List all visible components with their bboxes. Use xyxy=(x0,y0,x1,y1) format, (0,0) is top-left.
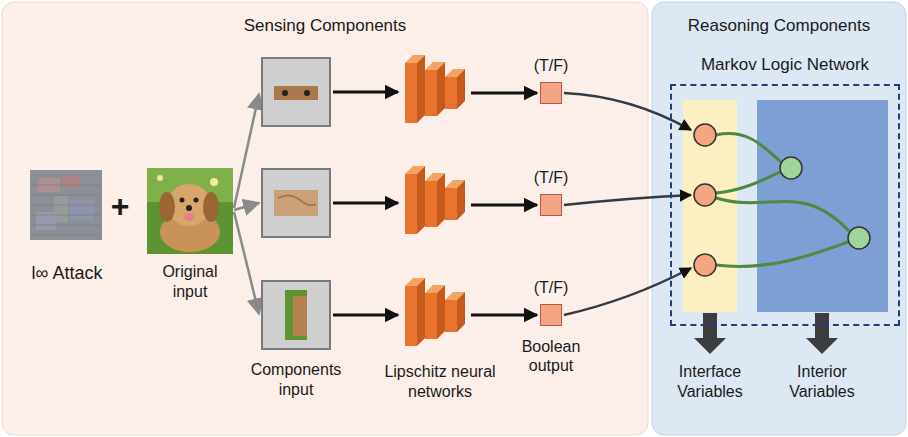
art-shape xyxy=(30,170,102,240)
interface-variable xyxy=(694,124,716,146)
component-box xyxy=(262,169,330,237)
feed-arrow xyxy=(333,91,398,94)
network-icons xyxy=(405,55,465,346)
art-shape xyxy=(180,198,185,203)
interior-band xyxy=(757,100,888,312)
art-shape xyxy=(425,293,437,339)
component-box xyxy=(262,281,330,349)
output-arrows xyxy=(471,93,537,315)
network-label: Lipschitz neural networks xyxy=(374,362,506,402)
art-shape xyxy=(147,168,233,254)
sensing-panel-ground xyxy=(2,2,648,435)
art-shape xyxy=(157,175,163,181)
output-arrow xyxy=(471,92,537,95)
interface-label: Interface Variables xyxy=(668,362,752,402)
node-heading: Reasoning Components xyxy=(688,16,870,36)
art-shape xyxy=(417,278,425,346)
reasoning-panel-ground xyxy=(652,2,906,435)
node-heading: (T/F) xyxy=(534,56,569,75)
dog-photo xyxy=(147,168,233,254)
boolean-output-box: (T/F) xyxy=(540,82,562,104)
down-arrow xyxy=(694,313,726,354)
fur-patch xyxy=(274,190,318,216)
feed-arrow xyxy=(333,314,398,317)
art-shape xyxy=(405,174,417,234)
output-arrow xyxy=(471,204,537,207)
node-heading: (T/F) xyxy=(534,278,569,297)
feed-arrows xyxy=(333,92,398,315)
art-shape xyxy=(425,181,437,227)
node-heading: Sensing Components xyxy=(244,16,407,36)
attack-label: l∞ Attack xyxy=(32,262,103,285)
split-arrows xyxy=(234,94,259,314)
output-arrow xyxy=(471,314,537,317)
attack-noise-image xyxy=(30,170,102,240)
art-shape xyxy=(282,90,288,96)
network-icon xyxy=(405,166,465,234)
art-shape xyxy=(417,55,425,123)
art-shape xyxy=(445,188,457,220)
art-shape xyxy=(437,62,445,116)
logic-links xyxy=(716,134,849,267)
plus-sign: + xyxy=(111,186,130,226)
art-shape xyxy=(405,286,417,346)
art-shape xyxy=(159,192,175,222)
interface-variable xyxy=(694,254,716,276)
art-shape xyxy=(304,90,310,96)
input-label: Original input xyxy=(154,262,226,302)
markov-logic-network-box: Markov Logic Network xyxy=(670,84,900,326)
art-shape xyxy=(62,176,80,188)
logic-link xyxy=(716,198,849,231)
logic-link xyxy=(716,134,781,162)
art-shape xyxy=(54,196,68,222)
art-shape xyxy=(405,63,417,123)
art-shape xyxy=(437,285,445,339)
split-arrow xyxy=(234,212,259,314)
split-arrow xyxy=(234,203,259,210)
interior-label: Interior Variables xyxy=(780,362,864,402)
node-heading: (T/F) xyxy=(534,168,569,187)
art-shape xyxy=(70,200,94,220)
eyes-patch xyxy=(274,86,318,100)
art-shape xyxy=(425,70,437,116)
art-shape xyxy=(203,192,219,222)
side-patch xyxy=(285,290,307,340)
variable-circles xyxy=(694,124,870,276)
art-shape xyxy=(457,69,465,109)
art-shape xyxy=(437,173,445,227)
split-arrow xyxy=(234,94,259,208)
art-shape xyxy=(293,296,307,336)
art-shape xyxy=(417,166,425,234)
node-heading: Markov Logic Network xyxy=(701,55,869,75)
component-label: Components input xyxy=(244,360,348,400)
art-shape xyxy=(278,195,316,205)
art-shape xyxy=(32,185,100,235)
logic-link xyxy=(716,242,848,266)
feed-arrow xyxy=(333,202,398,205)
art-shape xyxy=(210,178,218,186)
network-icon xyxy=(405,278,465,346)
art-shape xyxy=(457,180,465,220)
interior-variable xyxy=(780,157,802,179)
art-shape xyxy=(186,205,192,211)
art-shape xyxy=(457,292,465,332)
node-caption: Boolean output xyxy=(514,337,588,375)
network-icon xyxy=(405,55,465,123)
art-shape xyxy=(445,300,457,332)
boolean-output-box: (T/F) xyxy=(540,194,562,216)
interior-variable xyxy=(848,227,870,249)
interface-band xyxy=(683,100,737,312)
interface-variable xyxy=(694,184,716,206)
boolean-output-box: (T/F)Boolean output xyxy=(540,304,562,326)
down-arrow xyxy=(806,313,838,354)
art-shape xyxy=(194,198,199,203)
art-shape xyxy=(445,77,457,109)
logic-link xyxy=(716,172,780,193)
component-input-boxes xyxy=(262,58,330,349)
component-box xyxy=(262,58,330,126)
art-shape xyxy=(184,213,194,221)
